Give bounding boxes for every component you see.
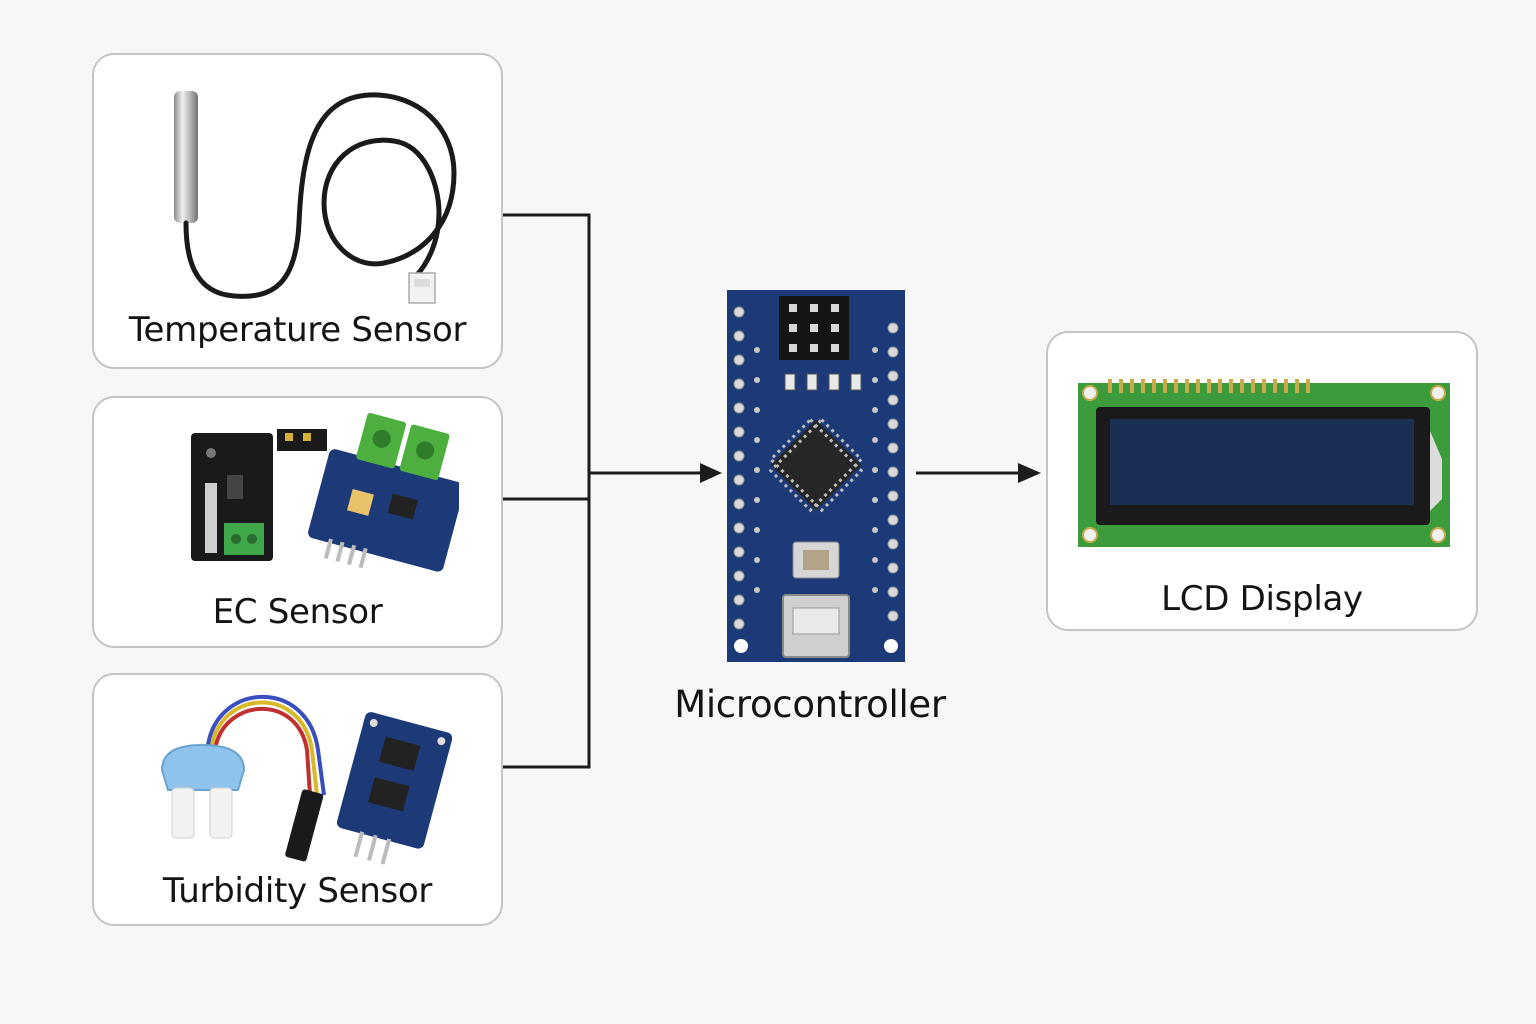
temperature-sensor-card: Temperature Sensor [92,53,503,369]
sensor-bus-lines [503,213,591,769]
turbidity-sensor-label: Turbidity Sensor [162,871,433,911]
pin-header-left [733,306,745,630]
temperature-sensor-label: Temperature Sensor [128,310,467,350]
microcontroller-board-icon [727,290,905,662]
lcd-module-icon [1078,379,1450,547]
arrowhead-to-lcd [1018,463,1041,483]
lcd-display-label: LCD Display [1161,579,1363,619]
ec-sensor-card: EC Sensor [92,396,503,648]
lcd-display-card: LCD Display [1046,331,1478,631]
turbidity-sensor-card: Turbidity Sensor [92,673,503,926]
ec-sensor-label: EC Sensor [212,592,383,632]
ec-sensor-module-icon [191,413,459,572]
microcontroller-label: Microcontroller [674,683,946,726]
temperature-probe-icon [174,91,457,304]
pin-header-right [887,322,899,622]
turbidity-sensor-icon [160,694,452,865]
arrowhead-to-microcontroller [700,463,722,483]
